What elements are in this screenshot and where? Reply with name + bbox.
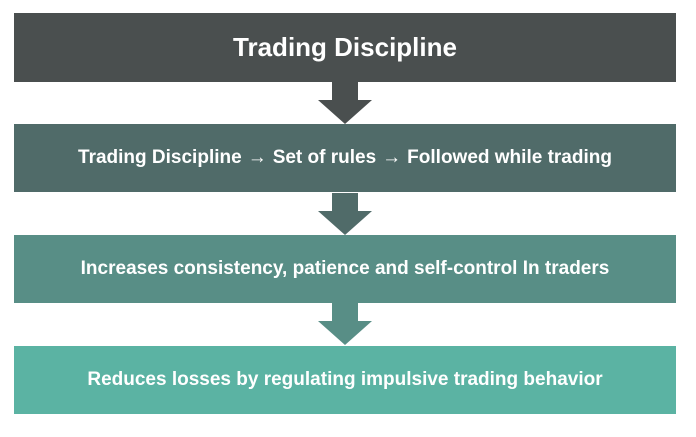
down-arrow-icon: [318, 193, 372, 235]
step-box-outcome: Reduces losses by regulating impulsive t…: [14, 346, 676, 414]
step-1-part-2: Set of rules: [272, 147, 377, 168]
step-1-part-1: Trading Discipline: [78, 147, 242, 168]
step-2-text: Increases consistency, patience and self…: [80, 258, 610, 279]
down-arrow-icon: [318, 303, 372, 345]
down-arrow-shape: [318, 82, 372, 124]
title-text: Trading Discipline: [233, 32, 457, 62]
right-arrow-icon: →: [247, 147, 267, 168]
step-1-text: Trading Discipline→Set of rules→Followed…: [78, 147, 612, 169]
down-arrow-shape: [318, 303, 372, 345]
down-arrow-icon: [318, 82, 372, 124]
step-box-benefits: Increases consistency, patience and self…: [14, 235, 676, 303]
step-box-definition: Trading Discipline→Set of rules→Followed…: [14, 124, 676, 192]
down-arrow-shape: [318, 193, 372, 235]
step-3-text: Reduces losses by regulating impulsive t…: [87, 369, 603, 390]
title-box: Trading Discipline: [14, 13, 676, 82]
right-arrow-icon: →: [382, 147, 402, 168]
step-1-part-3: Followed while trading: [407, 147, 612, 168]
